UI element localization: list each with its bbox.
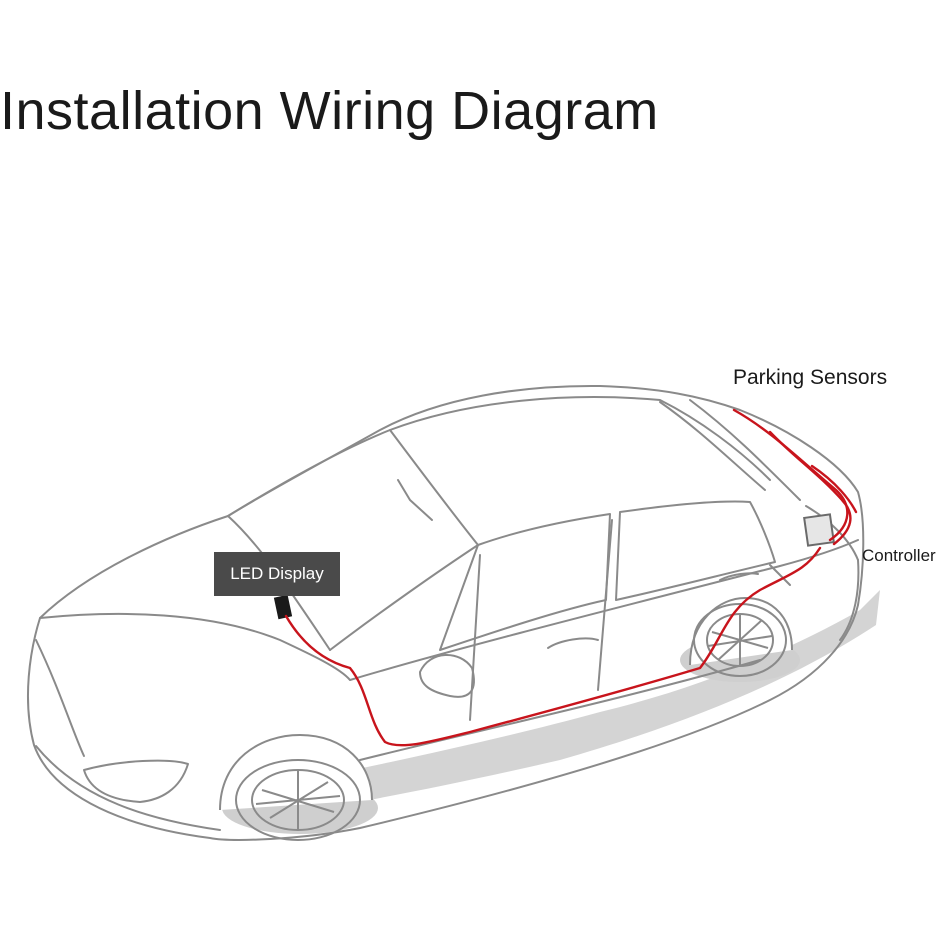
wire-to-led — [284, 546, 822, 747]
rear-wheel — [689, 596, 793, 677]
wire-to-sensor-3 — [810, 464, 858, 514]
parking-sensors-label: Parking Sensors — [733, 366, 888, 389]
led-display-unit — [273, 594, 293, 620]
controller-label: Controller — [862, 546, 936, 565]
car-shadow — [230, 590, 880, 822]
controller-box — [803, 513, 835, 547]
led-display-label: LED Display — [214, 552, 340, 596]
wiring-harness — [284, 408, 858, 747]
wire-to-sensor-outer — [732, 408, 849, 542]
wire-to-sensor-inner — [768, 430, 852, 546]
page-title: Installation Wiring Diagram — [0, 81, 659, 141]
front-wheel — [219, 733, 373, 841]
